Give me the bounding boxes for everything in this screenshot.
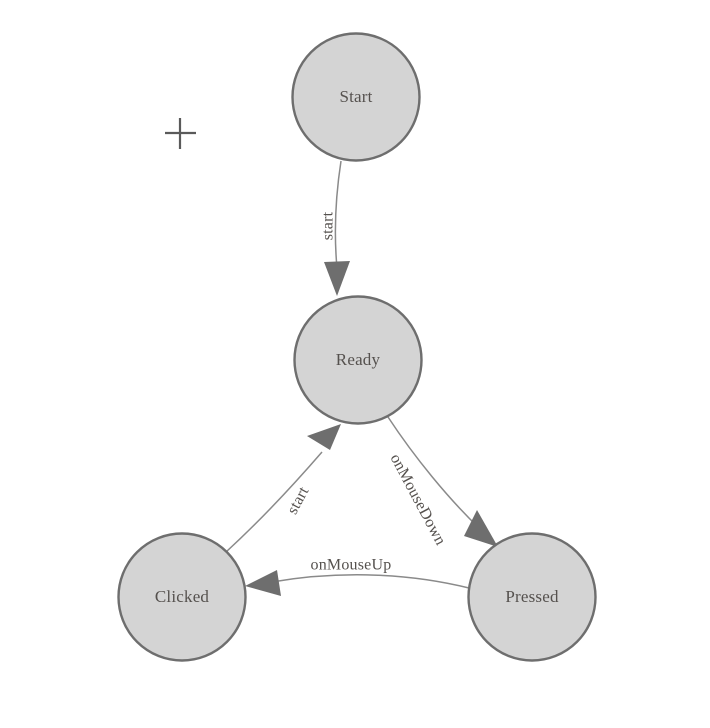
- plus-marker-icon: [165, 118, 196, 149]
- edge-label-ready-to-pressed: onMouseDown: [387, 451, 449, 548]
- node-start[interactable]: Start: [291, 32, 421, 162]
- edge-pressed-to-clicked[interactable]: onMouseUp: [245, 557, 470, 596]
- node-ready[interactable]: Ready: [293, 295, 423, 425]
- node-ready-circle[interactable]: [293, 295, 423, 425]
- node-clicked-circle[interactable]: [117, 532, 247, 662]
- edge-start-to-ready[interactable]: start: [320, 160, 350, 296]
- node-pressed-circle[interactable]: [467, 532, 597, 662]
- node-ready-label: Ready: [336, 350, 381, 369]
- edge-clicked-to-ready[interactable]: start: [225, 424, 341, 553]
- edge-label-start-to-ready: start: [320, 211, 337, 240]
- node-pressed[interactable]: Pressed: [467, 532, 597, 662]
- node-start-circle[interactable]: [291, 32, 421, 162]
- edge-ready-to-pressed-path[interactable]: [387, 416, 480, 529]
- edge-ready-to-pressed[interactable]: onMouseDown: [387, 416, 498, 548]
- edge-start-to-ready-path[interactable]: [334, 160, 342, 269]
- node-pressed-label: Pressed: [505, 587, 559, 606]
- edge-pressed-to-clicked-path[interactable]: [271, 574, 470, 589]
- arrowhead-into-ready-top: [324, 261, 350, 296]
- arrowhead-into-pressed: [464, 510, 498, 547]
- arrowhead-into-clicked: [245, 570, 281, 596]
- edge-clicked-to-ready-path[interactable]: [225, 451, 323, 553]
- arrowhead-into-ready-bottom: [307, 424, 341, 450]
- edge-label-pressed-to-clicked: onMouseUp: [311, 557, 392, 574]
- node-clicked[interactable]: Clicked: [117, 532, 247, 662]
- node-start-label: Start: [339, 87, 372, 106]
- node-clicked-label: Clicked: [155, 587, 210, 606]
